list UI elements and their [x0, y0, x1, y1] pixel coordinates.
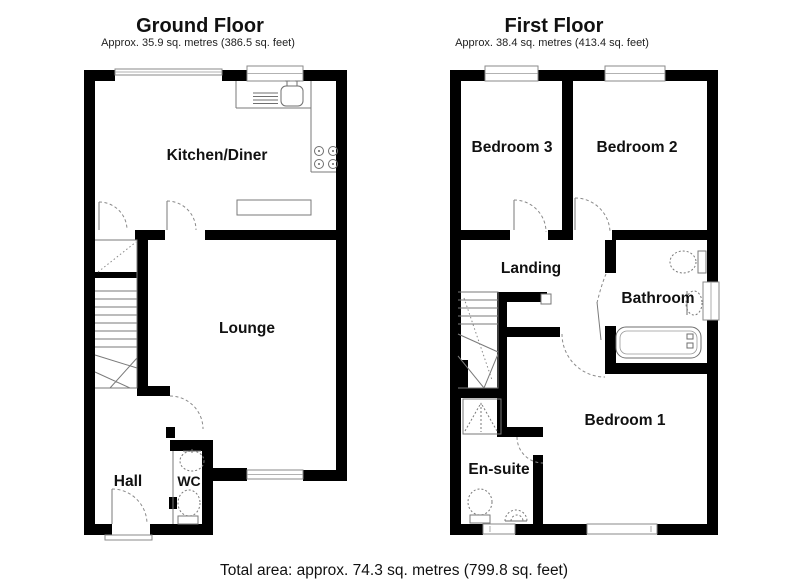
ensuite-toilet [467, 488, 493, 524]
first-floor-subtitle: Approx. 38.4 sq. metres (413.4 sq. feet) [455, 37, 649, 49]
room-label-ensuite: En-suite [468, 461, 530, 478]
total-area-text: Total area: approx. 74.3 sq. metres (799… [220, 562, 568, 579]
room-label-landing: Landing [501, 260, 561, 277]
ground-floor-plan: Kitchen/Diner Lounge Hall WC [84, 65, 347, 541]
room-label-bedroom3: Bedroom 3 [472, 139, 553, 156]
room-label-bedroom2: Bedroom 2 [597, 139, 678, 156]
ensuite-basin [504, 509, 528, 522]
ground-floor-walls [84, 70, 347, 535]
ground-floor-subtitle: Approx. 35.9 sq. metres (386.5 sq. feet) [101, 37, 295, 49]
front-door-sill [104, 534, 153, 541]
bathtub [615, 326, 702, 359]
first-floor-doors [513, 197, 611, 464]
bathroom-toilet [669, 250, 707, 274]
wc-basin [179, 449, 205, 472]
kitchen-sink [253, 80, 304, 107]
ground-floor-doors [98, 200, 204, 525]
ground-floor-windows [104, 65, 304, 541]
kitchen-counter [235, 81, 336, 216]
door-jamb [540, 293, 552, 305]
ground-floor-title: Ground Floor [136, 15, 264, 37]
shower [462, 398, 502, 435]
first-floor-plan: Bedroom 3 Bedroom 2 Landing Bathroom Bed… [450, 65, 720, 535]
first-floor-windows [482, 65, 720, 535]
window-bedroom1 [586, 523, 658, 535]
room-label-hall: Hall [114, 473, 142, 490]
first-floor-stairs-arrow [463, 297, 493, 381]
wc-toilet [177, 489, 201, 525]
ground-floor-stairs [94, 239, 138, 389]
bathroom-basin [685, 290, 703, 316]
room-label-wc: WC [177, 473, 200, 489]
hob [314, 146, 338, 169]
room-label-lounge: Lounge [219, 320, 275, 337]
room-label-bedroom1: Bedroom 1 [585, 412, 666, 429]
room-label-bathroom: Bathroom [621, 290, 694, 307]
first-floor-walls [450, 70, 718, 535]
room-label-kitchen-diner: Kitchen/Diner [167, 147, 268, 164]
window-ensuite [482, 523, 516, 535]
first-floor-title: First Floor [505, 15, 604, 37]
stairs-direction-arrow [97, 241, 137, 273]
first-floor-stairs [457, 291, 499, 389]
